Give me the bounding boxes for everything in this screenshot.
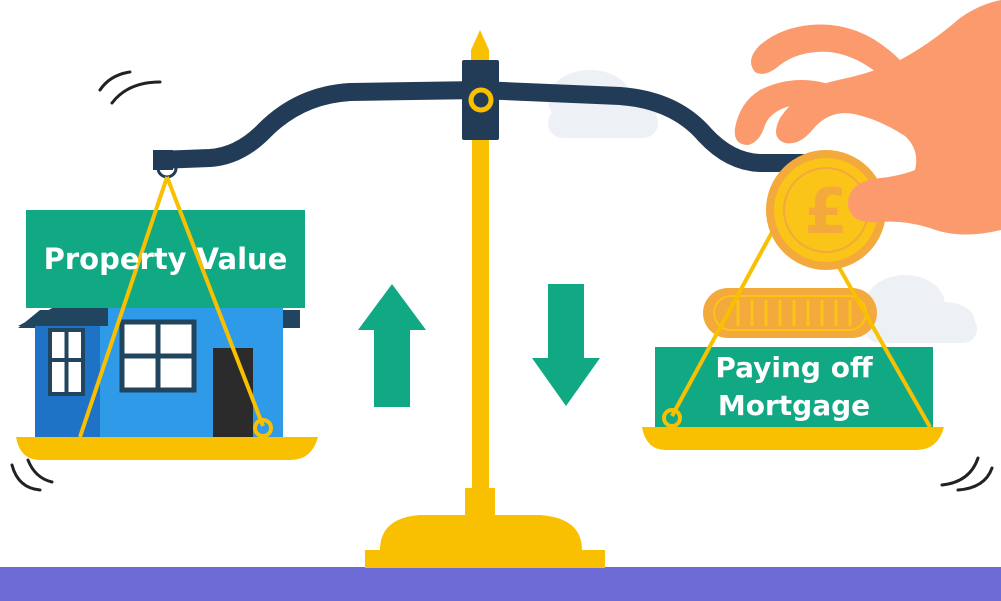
mortgage-label-line1: Paying off — [715, 351, 873, 384]
left-strings — [78, 176, 265, 438]
cloud-icon — [865, 275, 977, 343]
pivot-ring — [468, 87, 494, 113]
left-pan — [16, 437, 318, 460]
paying-off-mortgage-label: Paying off Mortgage — [655, 347, 933, 427]
property-value-label: Property Value — [43, 242, 288, 276]
ground-strip — [0, 567, 1001, 601]
right-pan — [642, 427, 944, 450]
scale-base — [365, 488, 605, 568]
left-string-ring — [253, 418, 273, 438]
coin-stack — [703, 288, 877, 338]
property-label-banner — [26, 210, 305, 308]
pivot-block — [462, 60, 499, 140]
house-icon — [18, 305, 300, 437]
hand-icon — [734, 0, 1001, 235]
motion-lines-right — [940, 456, 994, 492]
pound-coin-icon: £ — [766, 150, 886, 270]
scale-pole — [472, 130, 489, 490]
motion-lines-left — [10, 70, 162, 492]
mortgage-label-line2: Mortgage — [717, 389, 871, 422]
pound-symbol: £ — [804, 175, 847, 248]
arrow-down-icon — [532, 284, 600, 406]
right-string-ring — [662, 408, 682, 428]
arrow-up-icon — [358, 284, 426, 407]
scale-finial — [471, 30, 489, 65]
